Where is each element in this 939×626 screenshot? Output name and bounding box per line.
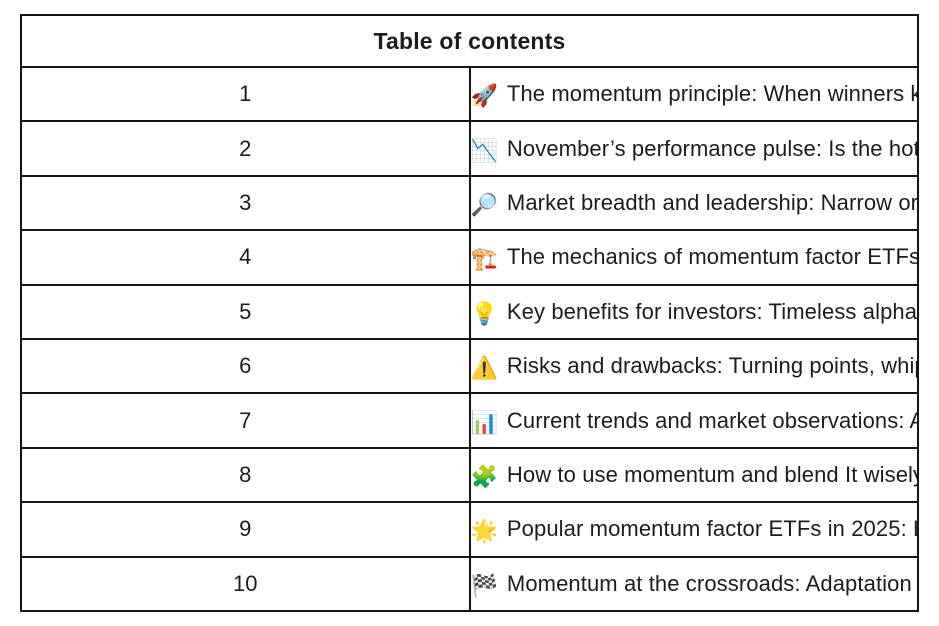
row-entry: 🔎 Market breadth and leadership: Narrow o… [468, 174, 919, 232]
row-entry: ⚠️ Risks and drawbacks: Turning points, w… [468, 337, 919, 395]
row-number: 5 [20, 283, 471, 340]
row-number: 3 [20, 174, 471, 232]
row-number: 2 [20, 120, 471, 177]
table-row: 3 🔎 Market breadth and leadership: Narrow… [20, 174, 919, 232]
chart-decreasing-icon: 📉 [470, 137, 498, 163]
row-entry: 📊 Current trends and market observations:… [468, 392, 919, 449]
row-number: 4 [20, 229, 471, 286]
table-row: 8 🧩 How to use momentum and blend It wise… [20, 446, 919, 504]
glowing-star-icon: 🌟 [470, 518, 498, 544]
row-entry: 🏗️ The mechanics of momentum factor ETFs:… [468, 229, 919, 286]
table-row: 9 🌟 Popular momentum factor ETFs in 2025:… [20, 501, 919, 558]
row-number: 10 [20, 555, 471, 613]
row-title: Momentum at the crossroads: Adaptation f… [506, 570, 916, 596]
rocket-icon: 🚀 [470, 83, 498, 109]
table-row: 2 📉 November’s performance pulse: Is the … [20, 120, 919, 177]
puzzle-piece-icon: 🧩 [470, 463, 498, 489]
row-title: Popular momentum factor ETFs in 2025: Le… [506, 516, 916, 542]
row-entry: 🌟 Popular momentum factor ETFs in 2025: L… [468, 501, 919, 558]
row-number: 6 [20, 337, 471, 395]
toc-table: Table of contents 1 🚀 The momentum princi… [20, 14, 919, 613]
row-entry: 🏁 Momentum at the crossroads: Adaptation … [468, 555, 919, 613]
row-title: November’s performance pulse: Is the hot… [506, 135, 918, 161]
warning-icon: ⚠️ [470, 355, 498, 381]
row-title: How to use momentum and blend It wisely [506, 461, 918, 487]
row-entry: 🚀 The momentum principle: When winners ke… [468, 65, 919, 123]
table-row: 6 ⚠️ Risks and drawbacks: Turning points,… [20, 337, 919, 395]
row-entry: 📉 November’s performance pulse: Is the ho… [468, 120, 919, 177]
table-row: 7 📊 Current trends and market observation… [20, 392, 919, 449]
row-title: Risks and drawbacks: Turning points, whi… [506, 353, 916, 379]
row-entry: 🧩 How to use momentum and blend It wisely [468, 446, 919, 504]
row-entry: 💡 Key benefits for investors: Timeless al… [468, 283, 919, 340]
row-number: 8 [20, 446, 471, 504]
toc-header-row: Table of contents [20, 14, 919, 68]
row-title: The momentum principle: When winners kee… [506, 81, 916, 107]
row-number: 9 [20, 501, 471, 558]
row-title: The mechanics of momentum factor ETFs: H… [506, 244, 916, 270]
table-row: 10 🏁 Momentum at the crossroads: Adaptati… [20, 555, 919, 613]
row-title: Market breadth and leadership: Narrow or… [506, 189, 918, 215]
row-title: Key benefits for investors: Timeless alp… [506, 298, 918, 324]
construction-crane-icon: 🏗️ [470, 246, 498, 272]
bar-chart-icon: 📊 [470, 409, 498, 435]
magnifying-glass-icon: 🔎 [470, 191, 498, 217]
checkered-flag-icon: 🏁 [470, 572, 498, 598]
row-title: Current trends and market observations: … [506, 407, 916, 433]
row-number: 7 [20, 392, 471, 449]
table-row: 5 💡 Key benefits for investors: Timeless … [20, 283, 919, 340]
row-number: 1 [20, 65, 471, 123]
light-bulb-icon: 💡 [470, 300, 498, 326]
table-row: 4 🏗️ The mechanics of momentum factor ETF… [20, 229, 919, 286]
table-row: 1 🚀 The momentum principle: When winners … [20, 65, 919, 123]
table-of-contents: Table of contents 1 🚀 The momentum princi… [20, 14, 919, 613]
toc-title: Table of contents [20, 14, 919, 68]
